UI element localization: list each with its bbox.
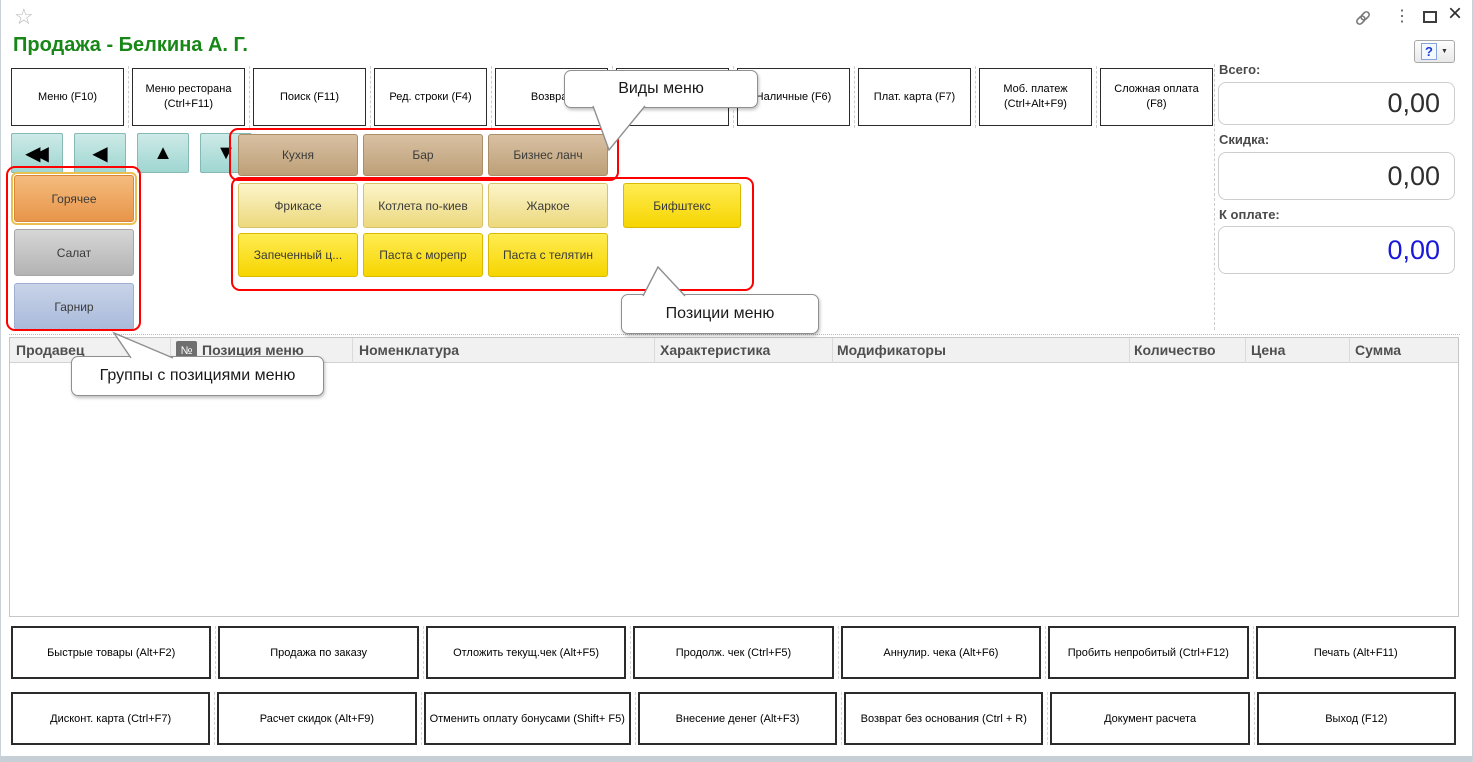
menu-type-business-lunch-button[interactable]: Бизнес ланч	[488, 134, 608, 176]
table-body[interactable]	[10, 363, 1458, 616]
column-separator	[1245, 338, 1246, 363]
edit-row-button[interactable]: Ред. строки (F4)	[369, 66, 487, 128]
column-header-nomenclature[interactable]: Номенклатура	[359, 342, 460, 358]
menu-item-button[interactable]: Паста с морепр	[363, 233, 483, 277]
print-button[interactable]: Печать (Alt+F11)	[1252, 626, 1456, 679]
more-menu-icon[interactable]: ⋮	[1394, 8, 1410, 25]
column-header-seller[interactable]: Продавец	[16, 342, 85, 358]
menu-nav-row: ◀◀ ◀ ▲ ▼	[11, 133, 252, 173]
discount-card-button[interactable]: Дисконт. карта (Ctrl+F7)	[11, 692, 211, 745]
double-left-arrow-icon[interactable]: ◀◀	[11, 133, 63, 173]
amount-due-field[interactable]: 0,00	[1218, 226, 1455, 274]
window-bottom-border	[1, 756, 1472, 762]
punch-unpunched-button[interactable]: Пробить непробитый (Ctrl+F12)	[1045, 626, 1249, 679]
section-divider	[9, 334, 1460, 335]
group-salad-button[interactable]: Салат	[14, 229, 134, 276]
callout-menu-types: Виды меню	[564, 70, 758, 108]
column-header-sum[interactable]: Сумма	[1355, 342, 1402, 358]
row-number-icon[interactable]: №	[176, 341, 197, 360]
menu-type-kitchen-button[interactable]: Кухня	[238, 134, 358, 176]
quick-goods-button[interactable]: Быстрые товары (Alt+F2)	[11, 626, 212, 679]
callout-tail	[642, 265, 686, 297]
column-separator	[1129, 338, 1130, 363]
link-icon[interactable]	[1353, 8, 1373, 33]
discount-field[interactable]: 0,00	[1218, 152, 1455, 200]
total-field[interactable]: 0,00	[1218, 82, 1455, 125]
callout-tail	[112, 331, 174, 359]
callout-menu-items: Позиции меню	[621, 294, 819, 334]
left-arrow-icon[interactable]: ◀	[74, 133, 126, 173]
exit-button[interactable]: Выход (F12)	[1253, 692, 1456, 745]
hold-receipt-button[interactable]: Отложить текущ.чек (Alt+F5)	[422, 626, 627, 679]
column-header-menu-position[interactable]: Позиция меню	[202, 342, 304, 358]
menu-button[interactable]: Меню (F10)	[11, 68, 124, 126]
mobile-payment-button[interactable]: Моб. платеж (Ctrl+Alt+F9)	[974, 66, 1092, 128]
column-header-quantity[interactable]: Количество	[1134, 342, 1216, 358]
settlement-document-button[interactable]: Документ расчета	[1047, 692, 1250, 745]
up-arrow-icon[interactable]: ▲	[137, 133, 189, 173]
card-payment-button[interactable]: Плат. карта (F7)	[853, 66, 971, 128]
chevron-down-icon: ▼	[1441, 48, 1448, 55]
discount-label: Скидка:	[1219, 132, 1270, 147]
restaurant-menu-button[interactable]: Меню ресторана (Ctrl+F11)	[127, 66, 245, 128]
amount-due-label: К оплате:	[1219, 207, 1280, 222]
column-header-characteristic[interactable]: Характеристика	[660, 342, 771, 358]
menu-item-button[interactable]: Паста с телятин	[488, 233, 608, 277]
group-garnish-button[interactable]: Гарнир	[14, 283, 134, 330]
favorite-star-icon[interactable]: ☆	[14, 4, 34, 29]
menu-item-button[interactable]: Котлета по-киев	[363, 183, 483, 228]
column-separator	[352, 338, 353, 363]
calculate-discounts-button[interactable]: Расчет скидок (Alt+F9)	[214, 692, 417, 745]
total-label: Всего:	[1219, 62, 1261, 77]
menu-items-row-1: Фрикасе Котлета по-киев Жаркое Бифштекс	[238, 183, 741, 228]
maximize-button[interactable]	[1423, 11, 1437, 23]
question-icon: ?	[1421, 43, 1437, 60]
search-button[interactable]: Поиск (F11)	[248, 66, 366, 128]
sale-by-order-button[interactable]: Продажа по заказу	[215, 626, 419, 679]
callout-groups: Группы с позициями меню	[71, 356, 324, 396]
menu-items-row-2: Запеченный ц... Паста с морепр Паста с т…	[238, 233, 608, 277]
complex-payment-button[interactable]: Сложная оплата (F8)	[1095, 66, 1213, 128]
panel-divider	[1214, 64, 1215, 330]
menu-item-button[interactable]: Фрикасе	[238, 183, 358, 228]
menu-types-row: Кухня Бар Бизнес ланч	[238, 134, 608, 176]
continue-receipt-button[interactable]: Продолж. чек (Ctrl+F5)	[630, 626, 834, 679]
cancel-bonus-payment-button[interactable]: Отменить оплату бонусами (Shift+ F5)	[420, 692, 631, 745]
menu-item-button[interactable]: Жаркое	[488, 183, 608, 228]
help-button[interactable]: ? ▼	[1414, 40, 1455, 63]
column-separator	[654, 338, 655, 363]
column-separator	[1349, 338, 1350, 363]
menu-item-button[interactable]: Запеченный ц...	[238, 233, 358, 277]
page-title: Продажа - Белкина А. Г.	[13, 34, 248, 56]
deposit-money-button[interactable]: Внесение денег (Alt+F3)	[634, 692, 838, 745]
bottom-button-row-2: Дисконт. карта (Ctrl+F7) Расчет скидок (…	[11, 692, 1456, 745]
menu-item-button[interactable]: Бифштекс	[623, 183, 741, 228]
column-separator	[170, 338, 171, 363]
menu-type-bar-button[interactable]: Бар	[363, 134, 483, 176]
return-without-basis-button[interactable]: Возврат без основания (Ctrl + R)	[841, 692, 1044, 745]
void-receipt-button[interactable]: Аннулир. чека (Alt+F6)	[837, 626, 1042, 679]
callout-tail	[592, 105, 646, 152]
column-header-modifiers[interactable]: Модификаторы	[837, 342, 946, 358]
column-separator	[832, 338, 833, 363]
menu-groups: Горячее Салат Гарнир	[14, 175, 134, 330]
group-hot-button[interactable]: Горячее	[14, 175, 134, 222]
close-button[interactable]: ×	[1448, 0, 1463, 27]
bottom-button-row-1: Быстрые товары (Alt+F2) Продажа по заказ…	[11, 626, 1456, 679]
column-header-price[interactable]: Цена	[1251, 342, 1286, 358]
